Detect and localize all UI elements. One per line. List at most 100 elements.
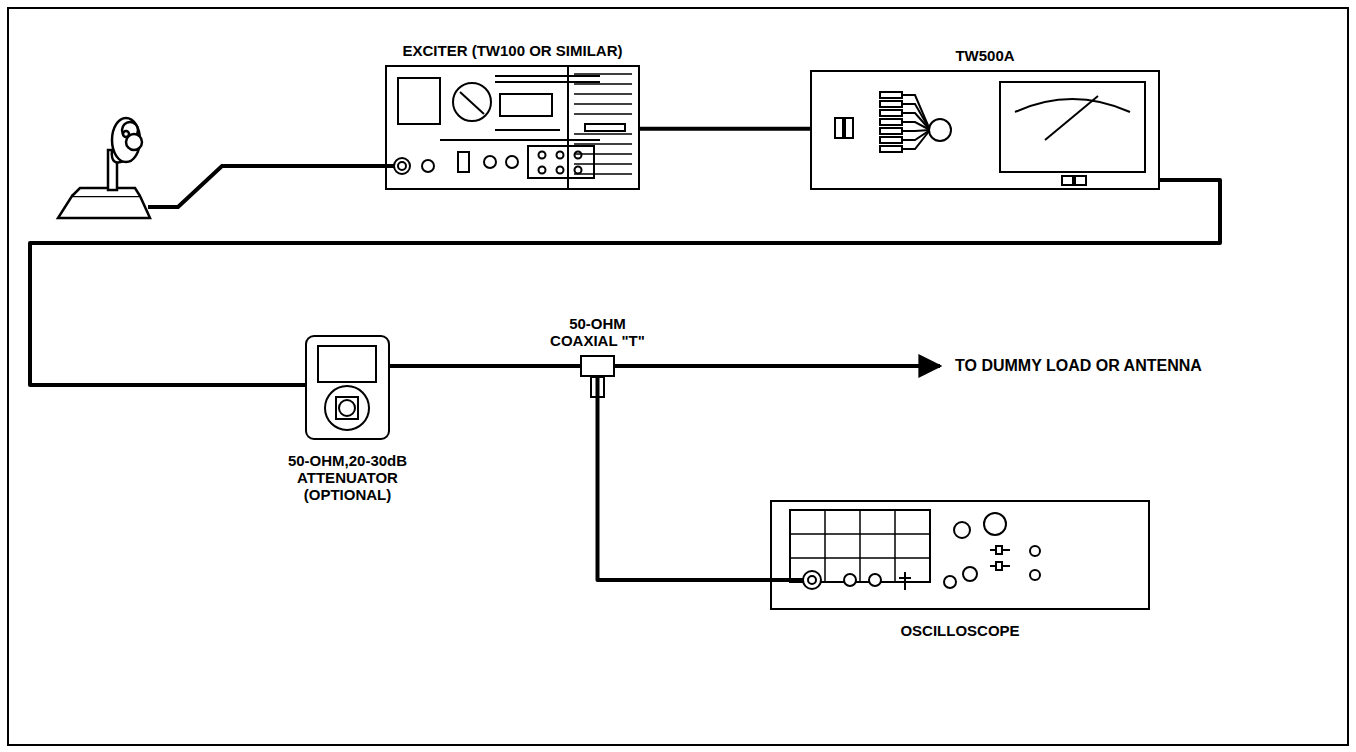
wattmeter-panel-part-part [880, 110, 902, 116]
page-frame [8, 8, 1348, 745]
speaker-grille-part [574, 83, 632, 85]
wattmeter-panel-part [1075, 176, 1086, 185]
microphone-part [72, 188, 140, 196]
wattmeter-panel-part-part [902, 104, 930, 130]
exciter-panel-part [567, 66, 569, 189]
device-label: 50-OHM,20-30dB ATTENUATOR (OPTIONAL) [278, 452, 418, 503]
speaker-grille-part [574, 113, 632, 115]
exciter-panel-part [495, 75, 600, 77]
oscilloscope-panel-part [904, 572, 906, 590]
wattmeter-panel-part-part [902, 130, 930, 149]
exciter-panel-part [585, 124, 625, 131]
oscilloscope-panel-part [996, 546, 1002, 554]
exciter-panel-part [398, 162, 406, 170]
oscilloscope-panel-part [996, 562, 1002, 570]
oscilloscope-panel-part-part [790, 557, 930, 559]
wattmeter-box: TW500A [810, 70, 1160, 190]
oscilloscope-panel-part-part [824, 510, 826, 582]
device-label: OSCILLOSCOPE [850, 622, 1070, 639]
wattmeter-panel-part [1062, 176, 1073, 185]
exciter-panel-part [557, 167, 564, 174]
oscilloscope-panel-part [963, 567, 977, 581]
attenuator-body [318, 346, 376, 430]
exciter-panel-part [460, 92, 484, 114]
attenuator-body-part [325, 386, 369, 430]
microphone-part [58, 196, 150, 218]
wattmeter-panel-part-part [902, 122, 930, 130]
exciter-panel-part [422, 160, 434, 172]
oscilloscope-panel-part-part [790, 533, 930, 535]
speaker-grille-part [574, 143, 632, 145]
oscilloscope-panel-part [808, 576, 816, 584]
exciter-panel-part [539, 152, 546, 159]
wattmeter-panel-part [1015, 99, 1130, 112]
exciter-panel-part [394, 158, 410, 174]
oscilloscope-panel-part [1030, 570, 1040, 580]
microphone [58, 118, 150, 218]
oscilloscope-box: OSCILLOSCOPE [770, 500, 1150, 610]
wattmeter-panel-part-part [880, 92, 902, 98]
speaker-grille-part [574, 153, 632, 155]
wattmeter-panel-part [845, 118, 853, 138]
oscilloscope-panel-part-part [894, 510, 896, 582]
coax-cable [640, 127, 810, 131]
speaker-grille-part [574, 73, 632, 75]
attenuator-body-part [339, 400, 355, 416]
wattmeter-panel-part [1045, 96, 1098, 140]
wattmeter-panel-part [835, 118, 843, 138]
speaker-grille-part [574, 173, 632, 175]
wattmeter-panel-part-part [880, 146, 902, 152]
oscilloscope-panel-part [954, 522, 970, 538]
wattmeter-panel [835, 82, 1145, 185]
exciter-panel-part [506, 156, 518, 168]
wattmeter-panel-part-part [880, 101, 902, 107]
microphone-part [123, 131, 129, 137]
load-feed [615, 364, 940, 368]
exciter-panel-part [495, 129, 560, 131]
oscilloscope-panel-part [869, 574, 881, 586]
exciter-panel-part [557, 152, 564, 159]
device-label: 50-OHM COAXIAL "T" [538, 315, 658, 349]
exciter-panel-part [575, 152, 582, 159]
exciter-panel-part [453, 83, 491, 121]
wattmeter-panel-part-part [902, 95, 930, 130]
attenuator-box: 50-OHM,20-30dB ATTENUATOR (OPTIONAL) [305, 335, 390, 440]
exciter-panel-part [500, 94, 552, 116]
wattmeter-panel-part-part [902, 113, 930, 130]
speaker-grille-part [574, 93, 632, 95]
oscilloscope-panel-part [844, 574, 856, 586]
oscilloscope-panel-part [1030, 546, 1040, 556]
coax-cable [390, 364, 580, 368]
microphone-cable [148, 166, 396, 207]
oscilloscope-panel-part [899, 577, 911, 579]
speaker-grille-part [574, 103, 632, 105]
oscilloscope-panel-part-part [859, 510, 861, 582]
exciter-box: EXCITER (TW100 OR SIMILAR) [385, 65, 640, 190]
wattmeter-panel-part-part [880, 137, 902, 143]
wattmeter-panel-part-part [902, 130, 930, 131]
exciter-panel-part [528, 146, 594, 178]
exciter-panel-part [398, 78, 440, 124]
oscilloscope-panel-part [984, 513, 1006, 535]
wattmeter-panel-part [880, 92, 930, 152]
wattmeter-panel-part-part [880, 128, 902, 134]
exciter-panel-part [539, 167, 546, 174]
oscilloscope-panel-part [944, 576, 956, 588]
wattmeter-panel-part [929, 119, 951, 141]
attenuator-body-part [318, 346, 376, 382]
device-label: TW500A [885, 47, 1085, 64]
oscilloscope-panel [770, 510, 1040, 590]
exciter-panel-part [440, 139, 600, 141]
exciter-panel-part [575, 167, 582, 174]
coax-cable [30, 180, 1220, 385]
exciter-panel-part [458, 152, 469, 172]
speaker-grille [574, 74, 632, 174]
coax-tee: 50-OHM COAXIAL "T" [580, 355, 615, 377]
wattmeter-panel-part-part [880, 119, 902, 125]
device-label: EXCITER (TW100 OR SIMILAR) [363, 42, 663, 59]
speaker-grille-part [574, 163, 632, 165]
attenuator-body-part [336, 397, 358, 419]
